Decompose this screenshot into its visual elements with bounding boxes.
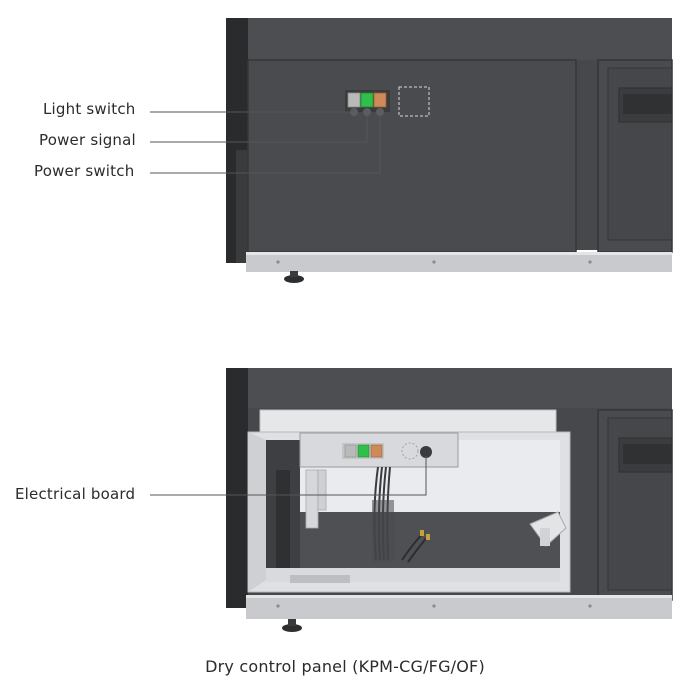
figure-caption: Dry control panel (KPM-CG/FG/OF)	[205, 657, 485, 676]
light-switch-label: Light switch	[43, 100, 136, 118]
bottom-cabinet-view	[226, 368, 673, 632]
dashed-cutout-outline	[398, 86, 430, 117]
power-signal-led	[360, 92, 374, 108]
power-switch-button[interactable]	[373, 92, 387, 108]
top-leader-lines	[150, 108, 381, 174]
bottom-leader-line	[150, 456, 427, 496]
light-switch-button[interactable]	[347, 92, 361, 108]
electrical-board-label: Electrical board	[15, 485, 136, 503]
switch-cluster	[345, 86, 430, 117]
power-signal-label: Power signal	[39, 131, 136, 149]
top-cabinet-view	[226, 18, 673, 283]
power-switch-label: Power switch	[34, 162, 135, 180]
